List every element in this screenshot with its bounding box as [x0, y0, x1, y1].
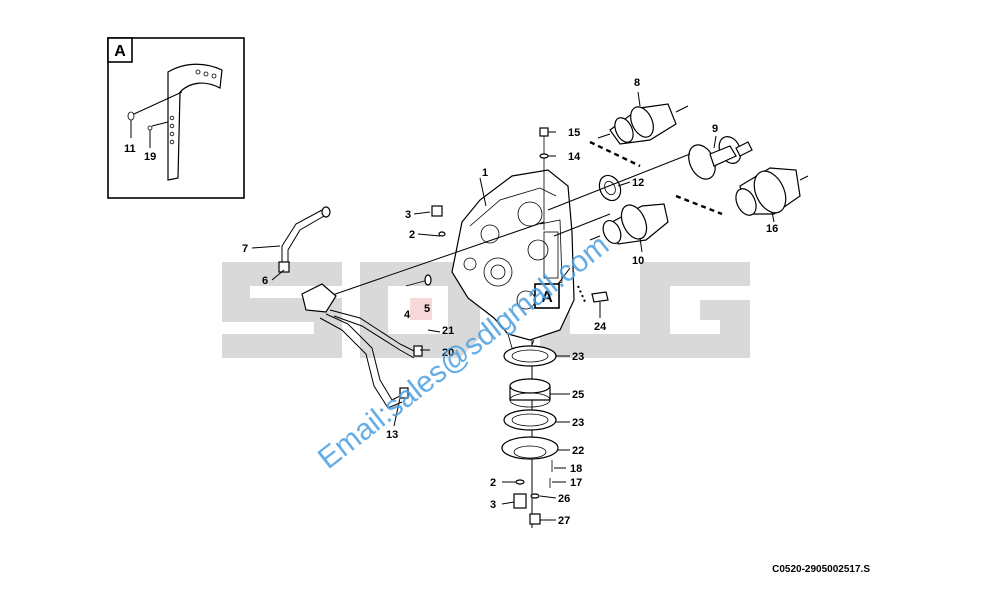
callout-a-label: A — [541, 289, 553, 306]
part-label-2-upper: 2 — [409, 229, 415, 241]
part-label-5: 5 — [424, 303, 430, 315]
lower-parts-stack — [501, 340, 559, 528]
part-label-21: 21 — [442, 325, 454, 337]
highlight-marker — [410, 298, 432, 320]
part-label-19: 19 — [144, 151, 156, 163]
part-label-1: 1 — [482, 167, 488, 179]
part-label-25: 25 — [572, 389, 584, 401]
part-label-10: 10 — [632, 255, 644, 267]
shaft-assembly-8 — [597, 103, 689, 145]
part-label-3-lower: 3 — [490, 499, 496, 511]
inset-view-a — [107, 37, 245, 199]
part-label-20: 20 — [442, 347, 454, 359]
part-label-23-upper: 23 — [572, 351, 584, 363]
shaft-assembly-10 — [589, 203, 669, 245]
inset-a-label: A — [114, 43, 126, 60]
drawing-code: C0520-2905002517.S — [772, 564, 870, 575]
part-label-15: 15 — [568, 127, 580, 139]
part-label-26: 26 — [558, 493, 570, 505]
part-label-3-upper: 3 — [405, 209, 411, 221]
part-label-18: 18 — [570, 463, 582, 475]
part-label-7: 7 — [242, 243, 248, 255]
shaft-assembly-9 — [688, 136, 753, 180]
part-label-4: 4 — [404, 309, 411, 321]
part-label-13: 13 — [386, 429, 398, 441]
part-label-22: 22 — [572, 445, 584, 457]
callout-a: A — [534, 267, 571, 309]
shaft-assembly-12 — [598, 174, 622, 202]
assembly-axis-lines — [317, 153, 691, 301]
part-number-labels: 1 2 3 4 5 6 7 8 9 10 11 12 13 14 15 16 1… — [124, 77, 778, 527]
part-label-16: 16 — [766, 223, 778, 235]
label-leaders — [251, 91, 775, 521]
part-label-6: 6 — [262, 275, 268, 287]
part-label-11: 11 — [124, 143, 136, 155]
part-label-8: 8 — [634, 77, 640, 89]
part-label-24: 24 — [594, 321, 607, 333]
filter-and-hoses — [278, 206, 423, 409]
part-label-23-lower: 23 — [572, 417, 584, 429]
shaft-assembly-16 — [735, 167, 809, 216]
part-label-12: 12 — [632, 177, 644, 189]
part-label-27: 27 — [558, 515, 570, 527]
part-label-14: 14 — [568, 151, 581, 163]
part-label-17: 17 — [570, 477, 582, 489]
part-label-2-lower: 2 — [490, 477, 496, 489]
part-label-9: 9 — [712, 123, 718, 135]
assembly-guide-lines — [589, 140, 723, 216]
